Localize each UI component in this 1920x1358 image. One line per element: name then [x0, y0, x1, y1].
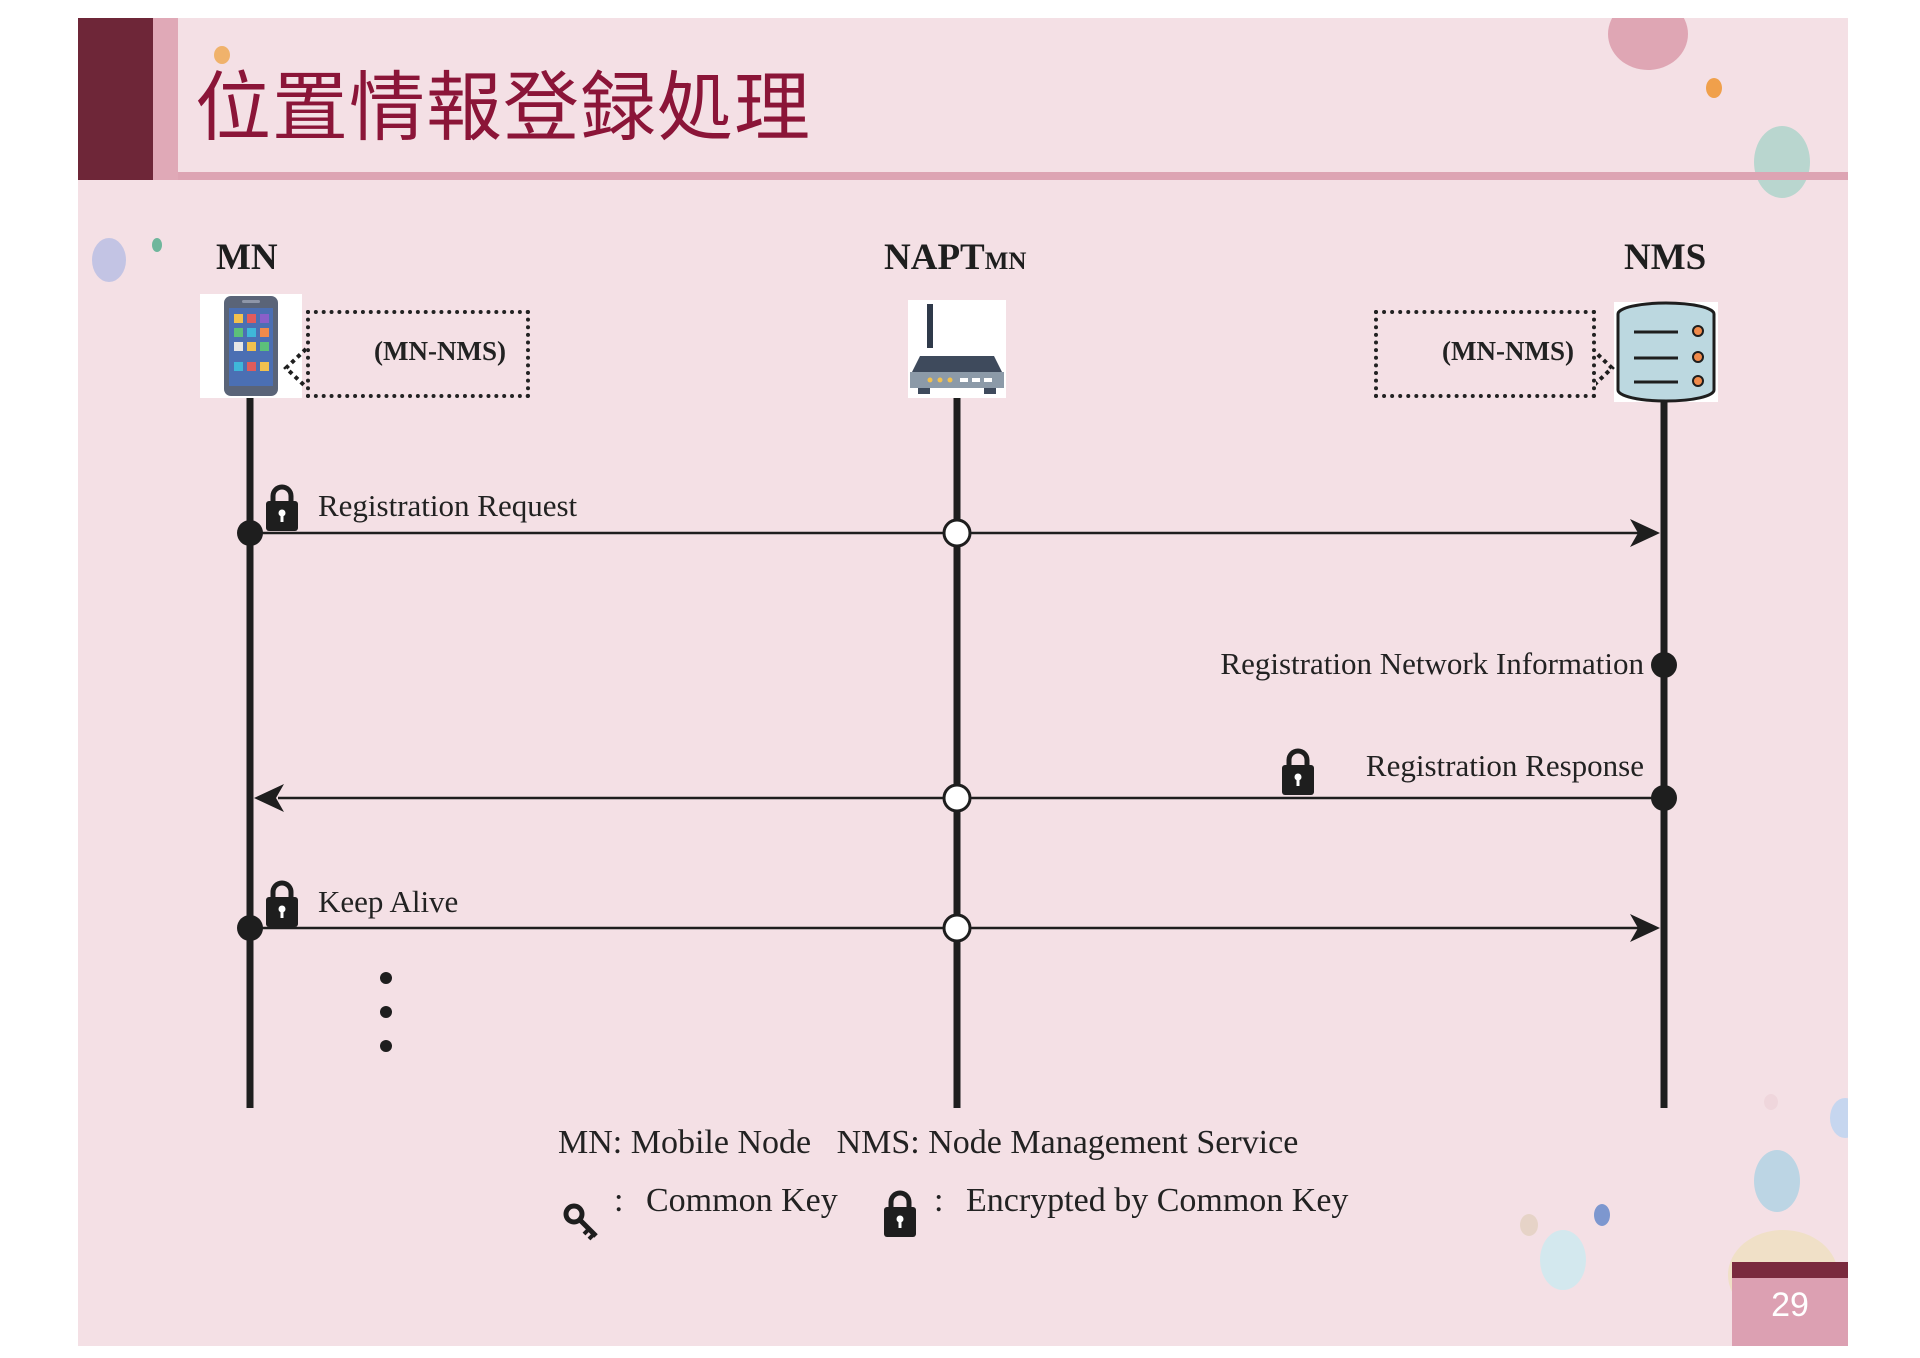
keep-alive-label: Keep Alive — [318, 884, 459, 919]
continuation-dot — [380, 1006, 392, 1018]
actor-label-napt-sub: MN — [984, 248, 1027, 275]
decor-dot — [1754, 126, 1810, 198]
mn-key-label: (MN-NMS) — [374, 336, 506, 366]
actor-label-napt: NAPTMN — [884, 236, 1026, 279]
decor-dot — [1594, 1204, 1610, 1226]
decor-dot — [1764, 1094, 1778, 1110]
legend-lock-separator: : — [934, 1182, 944, 1219]
actor-label-napt-main: NAPT — [884, 237, 985, 278]
napt-relay-dot — [942, 518, 972, 548]
page-number-box — [1732, 1278, 1848, 1346]
key-box-pointer-mn — [283, 347, 308, 389]
nms-process-dot — [1651, 652, 1677, 678]
legend-lock-text: Encrypted by Common Key — [966, 1182, 1349, 1219]
lock-icon — [266, 487, 298, 531]
slide: 位置情報登録処理 MN NAPTMN NMS — [78, 18, 1848, 1346]
lock-icon — [1282, 751, 1314, 795]
message-origin-dot — [1651, 785, 1677, 811]
decor-dot — [152, 238, 162, 252]
title-bar — [78, 18, 153, 180]
mn-key-box: (MN-NMS) — [306, 310, 530, 398]
arrowhead-right — [1630, 519, 1660, 547]
page-number: 29 — [1771, 1286, 1809, 1324]
registration-response-label: Registration Response — [1365, 748, 1644, 783]
key-box-pointer-nms — [1590, 347, 1615, 389]
router-icon — [908, 300, 1006, 398]
decor-dot — [1540, 1230, 1586, 1290]
lock-icon — [266, 883, 298, 927]
registration-request-label: Registration Request — [318, 488, 578, 523]
nms-key-label: (MN-NMS) — [1442, 336, 1574, 366]
actor-label-nms: NMS — [1624, 237, 1707, 278]
key-icon — [566, 1206, 596, 1239]
message-origin-dot — [237, 915, 263, 941]
server-icon — [1614, 301, 1718, 403]
lock-icon — [884, 1193, 916, 1237]
actor-label-mn: MN — [216, 237, 278, 278]
legend-key-separator: : — [614, 1182, 624, 1219]
smartphone-icon — [200, 294, 302, 398]
registration-network-information-label: Registration Network Information — [1220, 646, 1644, 681]
arrowhead-right — [1630, 914, 1660, 942]
decor-dot — [1754, 1150, 1800, 1212]
legend-abbreviations: MN: Mobile Node NMS: Node Management Ser… — [558, 1124, 1299, 1161]
decor-dot — [1520, 1214, 1538, 1236]
legend-key-text: Common Key — [646, 1182, 838, 1219]
decor-dot — [214, 46, 230, 64]
sequence-diagram — [200, 294, 1718, 1346]
continuation-dot — [380, 972, 392, 984]
decor-dot — [1830, 1098, 1848, 1138]
nms-key-box: (MN-NMS) — [1374, 310, 1596, 398]
title-accent — [153, 18, 178, 180]
decor-dot — [92, 238, 126, 282]
napt-relay-dot — [942, 783, 972, 813]
title-rule — [178, 172, 1848, 180]
message-origin-dot — [237, 520, 263, 546]
decor-dot — [1706, 78, 1722, 98]
arrowhead-left — [254, 784, 284, 812]
page-title: 位置情報登録処理 — [195, 63, 811, 152]
continuation-dot — [380, 1040, 392, 1052]
napt-relay-dot — [942, 913, 972, 943]
page-number-accent — [1732, 1262, 1848, 1278]
